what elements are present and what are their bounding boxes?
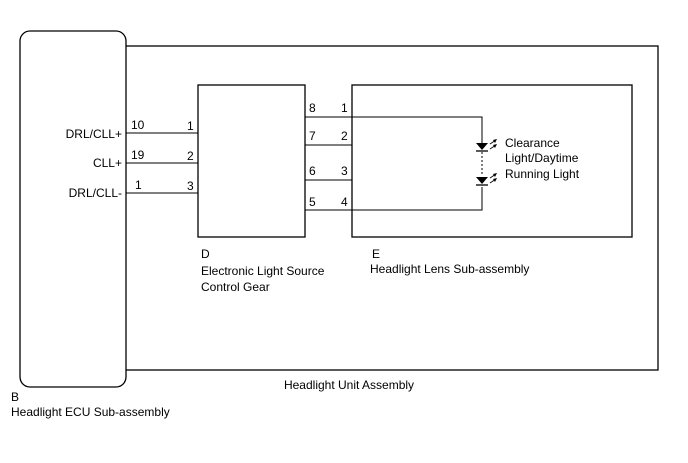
lamp-feed-wire <box>352 116 483 143</box>
control-gear-box <box>197 84 306 238</box>
lens-pin-number: 1 <box>341 101 348 115</box>
lamp-return-wire <box>352 187 483 211</box>
control-gear-name-line2: Control Gear <box>201 280 270 294</box>
lamp-label-line1: Clearance <box>505 136 560 150</box>
ecu-pin-number: 1 <box>135 178 142 192</box>
signal-label-drl-cll-minus: DRL/CLL- <box>69 186 122 200</box>
headlight-lens-name: Headlight Lens Sub-assembly <box>370 262 529 276</box>
gear-pin-number: 8 <box>309 101 316 115</box>
gear-pin-number: 5 <box>309 195 316 209</box>
ecu-pin-number: 19 <box>131 148 145 162</box>
headlight-unit-name: Headlight Unit Assembly <box>284 378 414 392</box>
lens-pin-number: 3 <box>341 164 348 178</box>
headlight-lens-letter: E <box>372 247 380 261</box>
gear-pin-number: 2 <box>187 149 194 163</box>
ecu-pin-number: 10 <box>131 118 145 132</box>
headlight-unit-assembly-box <box>123 45 659 371</box>
headlight-lens-box <box>351 84 633 238</box>
headlight-ecu-letter: B <box>11 390 19 404</box>
lens-pin-number: 4 <box>341 195 348 209</box>
headlight-ecu-name: Headlight ECU Sub-assembly <box>11 405 170 419</box>
lamp-label-line2: Light/Daytime <box>505 151 579 165</box>
lamp-label-line3: Running Light <box>505 167 580 181</box>
gear-pin-number: 1 <box>187 119 194 133</box>
led-icon <box>476 173 497 186</box>
lens-pin-number: 2 <box>341 129 348 143</box>
gear-pin-number: 3 <box>187 179 194 193</box>
gear-pin-number: 7 <box>309 129 316 143</box>
led-icon <box>476 139 497 152</box>
control-gear-letter: D <box>201 247 210 261</box>
control-gear-name-line1: Electronic Light Source <box>201 264 325 278</box>
signal-label-cll-plus: CLL+ <box>93 156 122 170</box>
signal-label-drl-cll-plus: DRL/CLL+ <box>66 127 122 141</box>
headlight-ecu-box <box>19 30 127 388</box>
gear-pin-number: 6 <box>309 164 316 178</box>
